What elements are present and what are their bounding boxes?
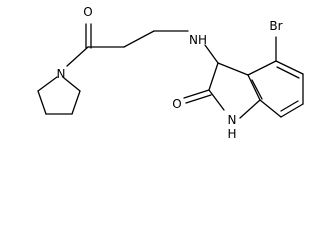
- bond-c2-n1: [208, 89, 225, 111]
- bond-c3a-c7a: [247, 74, 261, 101]
- atom-o-ketone: O: [83, 5, 92, 19]
- bond-n1-c7a: [239, 99, 261, 119]
- bond-c4-c5-inner: [276, 66, 300, 79]
- bond-c2-o-2: [185, 94, 212, 104]
- bond-ch2-ch2: [123, 30, 155, 48]
- bond-c3a-c4: [247, 60, 277, 76]
- bond-c2-o-1: [183, 89, 210, 99]
- bond-c4-c5: [71, 90, 81, 115]
- bond-n-c2: [37, 76, 58, 92]
- bond-c7-c7a: [259, 99, 282, 118]
- bond-c3-c3a: [217, 62, 249, 76]
- atom-n-pyrrolidine: N: [57, 67, 66, 81]
- bond-n-carbonyl: [66, 46, 89, 67]
- atom-h-lactam: H: [227, 127, 236, 141]
- chemical-structure: O N NH Br O N H: [37, 5, 304, 141]
- pyrrolidine-ring: [37, 76, 81, 115]
- atom-nh-amine: NH: [189, 33, 207, 47]
- atom-labels: O N NH Br O N H: [57, 5, 283, 141]
- bond-c6-c7-inner: [280, 100, 299, 112]
- bond-c4-c5: [275, 60, 304, 75]
- bond-c2-c3: [37, 90, 47, 115]
- atom-o-lactam: O: [172, 97, 181, 111]
- bond-nh-c3: [204, 44, 219, 64]
- bond-c3a-c7a-inner: [251, 79, 263, 100]
- propanoyl-linker: [66, 23, 189, 67]
- bond-c3-c2: [208, 62, 219, 91]
- indolinone-core: [183, 36, 304, 119]
- bond-c6-c7: [280, 103, 304, 118]
- atom-br: Br: [269, 19, 282, 33]
- atom-n-lactam: N: [228, 113, 237, 127]
- bond-c5-n: [63, 77, 81, 92]
